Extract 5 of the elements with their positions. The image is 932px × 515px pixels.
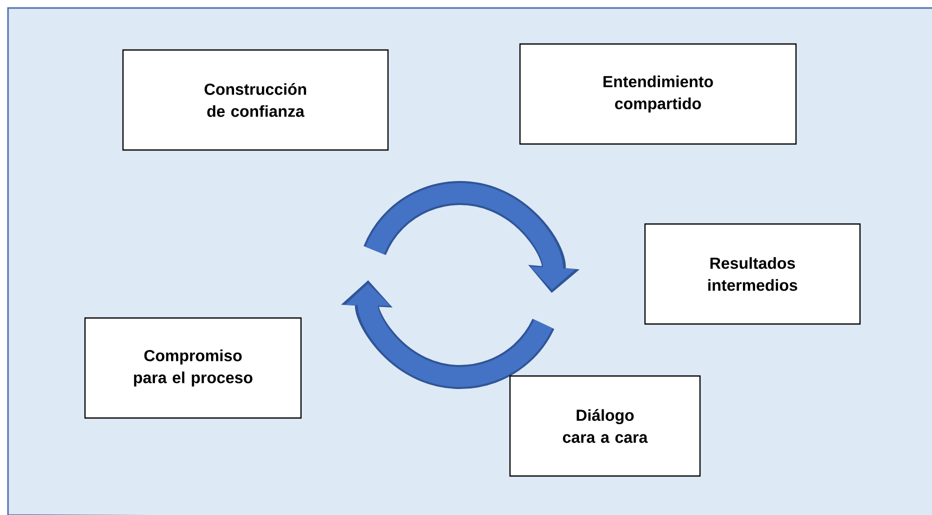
text-box: Construcción de confianza [122, 49, 389, 151]
text-box: Resultados intermedios [644, 223, 861, 325]
text-box: Compromiso para el proceso [84, 317, 302, 419]
text-box: Diálogo cara a cara [509, 375, 701, 477]
text-box: Entendimiento compartido [519, 43, 797, 145]
